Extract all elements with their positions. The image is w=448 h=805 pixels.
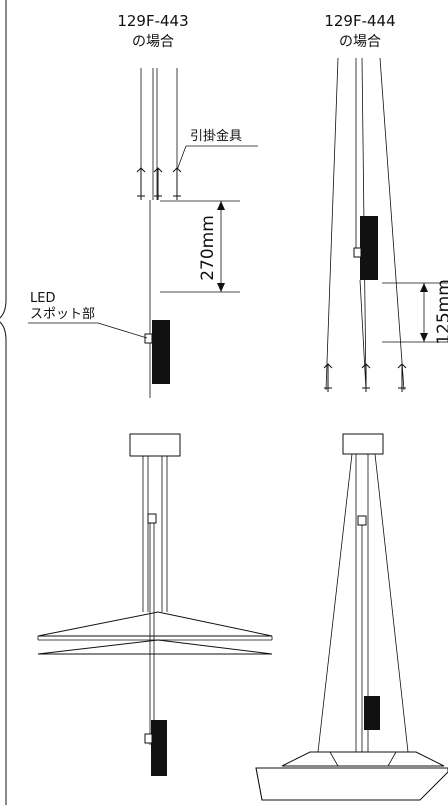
right-dimension-value: 125mm bbox=[434, 279, 448, 345]
hook-label-text: 引掛金具 bbox=[190, 128, 242, 144]
left-suspension-wires bbox=[140, 68, 178, 398]
led-label-line2: スポット部 bbox=[30, 307, 95, 322]
left-dimension bbox=[160, 200, 240, 293]
right-led-spot bbox=[353, 216, 378, 280]
right-pendant-illustration bbox=[255, 433, 448, 801]
left-pendant-illustration bbox=[37, 433, 273, 776]
hook-label: 引掛金具 bbox=[176, 128, 258, 171]
left-model-title: 129F-443 bbox=[117, 12, 188, 30]
left-hook-fittings bbox=[136, 167, 182, 200]
right-model-title: 129F-444 bbox=[324, 12, 395, 30]
right-model-subtitle: の場合 bbox=[339, 34, 381, 50]
led-spot-label: LED スポット部 bbox=[28, 291, 148, 339]
left-model-subtitle: の場合 bbox=[132, 34, 174, 50]
frame-left-edge bbox=[0, 0, 7, 805]
left-led-spot bbox=[144, 320, 170, 384]
right-dimension bbox=[382, 282, 448, 343]
left-dimension-value: 270mm bbox=[198, 215, 218, 281]
led-label-line1: LED bbox=[30, 291, 55, 306]
right-hook-fittings bbox=[323, 363, 407, 392]
